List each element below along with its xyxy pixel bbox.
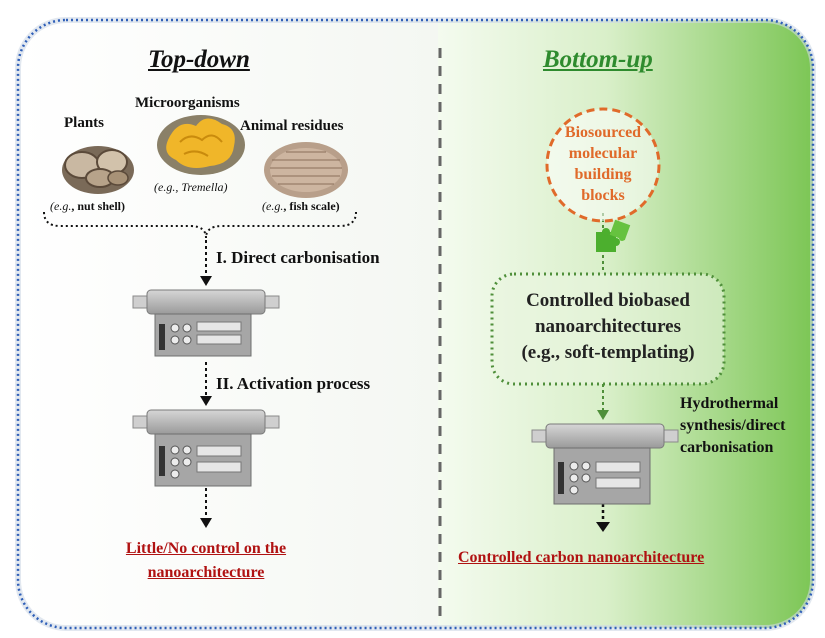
step-direct-carbonisation: I. Direct carbonisation [216,248,380,267]
fish-scale-image [264,142,348,198]
plants-example: (e.g., nut shell) [50,199,126,213]
building-blocks-text: Biosourced molecular building blocks [564,124,642,204]
controlled-nanoarch-box [490,272,726,386]
microorganisms-label: Microorganisms [135,95,240,111]
furnace-icon [132,409,280,487]
furnace-icon [132,289,280,357]
top-down-title: Top-down [148,46,250,73]
tremella-image [157,115,245,175]
bottom-up-result: Controlled carbon nanoarchitecture [458,549,705,566]
step-activation-process: II. Activation process [216,374,371,393]
building-blocks-circle [545,107,661,223]
puzzle-icon [596,219,631,252]
hydrothermal-text: Hydrothermal synthesis/direct carbonisat… [680,395,786,456]
microorganisms-example: (e.g., Tremella) [154,180,228,194]
controlled-box-text: Controlled biobased nanoarchitectures (e… [521,290,695,363]
animal-residues-label: Animal residues [240,118,344,134]
bottom-up-title: Bottom-up [543,46,653,73]
animal-residues-example: (e.g., fish scale) [262,199,340,213]
top-down-result: Little/No control on the nanoarchitectur… [125,540,287,581]
nut-shell-image [62,146,134,194]
furnace-icon [531,423,679,505]
plants-label: Plants [64,115,105,131]
